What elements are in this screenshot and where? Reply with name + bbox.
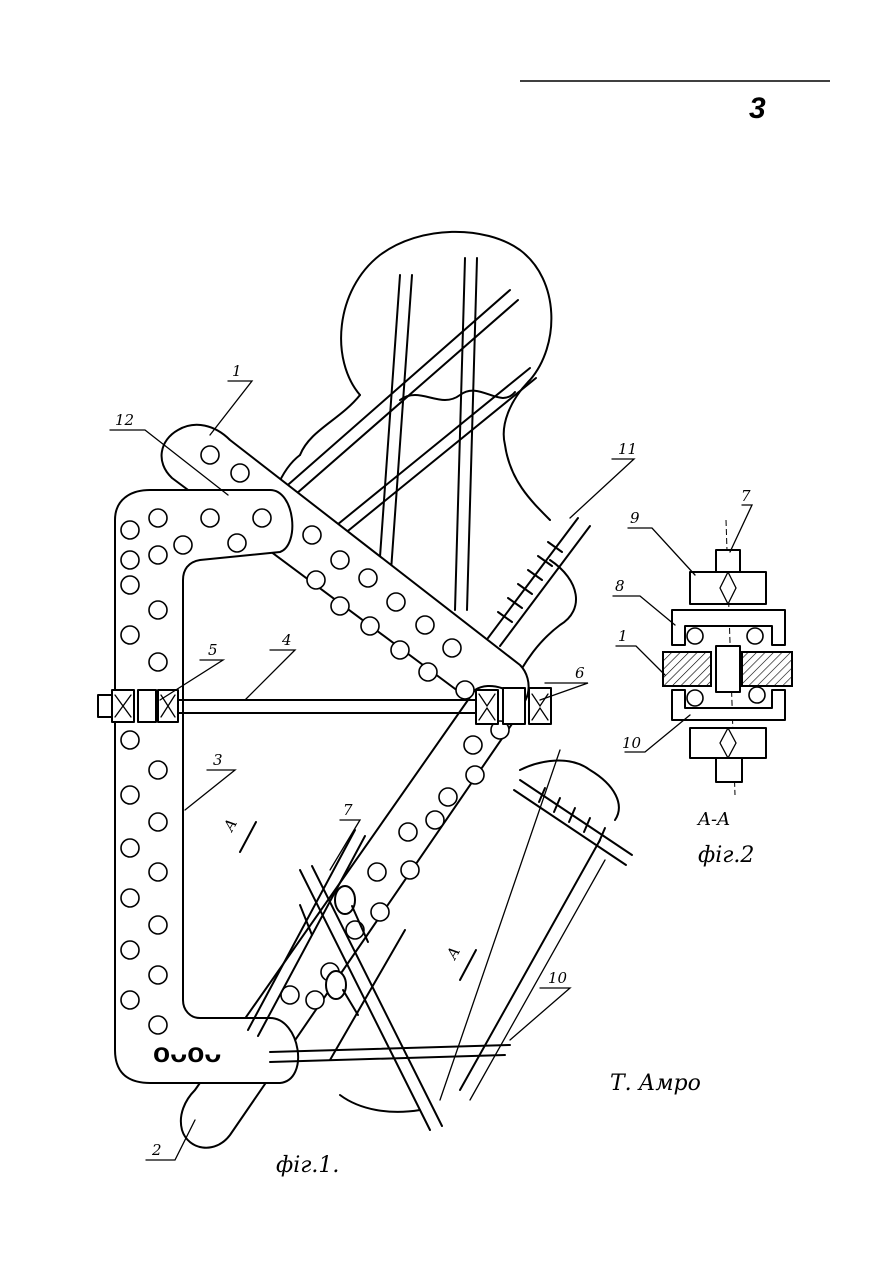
nut-bottom (690, 728, 766, 758)
wire-2-a (455, 258, 465, 610)
plate-section-left (663, 652, 711, 686)
bone-femoral-head (341, 232, 551, 395)
label-6: 6 (575, 664, 585, 682)
clamp-6 (476, 688, 551, 724)
section-mark-a-upper: A (219, 815, 256, 852)
plate-1 (162, 425, 529, 712)
fig2-label-9: 9 (630, 509, 640, 527)
svg-text:A: A (219, 815, 241, 835)
nut-9 (690, 572, 766, 604)
figure-1: A A 1 2 3 4 5 6 7 10 (98, 232, 637, 1178)
label-12: 12 (115, 411, 134, 429)
clamp-5 (98, 690, 178, 722)
label-11: 11 (618, 440, 637, 458)
fig2-label-7: 7 (741, 487, 751, 505)
label-4: 4 (281, 631, 292, 649)
label-3: 3 (213, 751, 223, 769)
fig2-label-1: 1 (618, 627, 628, 645)
bone-neck-outline (300, 380, 550, 520)
plate-section-right (742, 652, 792, 686)
label-7: 7 (343, 801, 353, 819)
wire-1-b (390, 275, 412, 585)
label-5: 5 (208, 641, 218, 659)
figure-2: 7 9 8 1 10 A-A фiг.2 (613, 487, 792, 868)
page-number: 3 (749, 92, 766, 125)
rod-4 (175, 700, 475, 713)
label-1: 1 (232, 362, 242, 380)
svg-text:A: A (442, 943, 464, 963)
section-title: A-A (696, 809, 730, 830)
figure-1-caption: фiг.1. (276, 1153, 339, 1178)
wire-1-a (378, 275, 400, 585)
fig2-label-8: 8 (615, 577, 625, 595)
fig2-label-10: 10 (622, 734, 642, 752)
label-10: 10 (548, 969, 568, 987)
figure-2-caption: фiг.2 (698, 843, 754, 868)
section-mark-a-lower: A (442, 943, 476, 980)
screw-11 (488, 518, 590, 646)
wire-10 (270, 1045, 510, 1062)
label-2: 2 (151, 1141, 162, 1159)
overlay-marks: oᴗoᴗ (153, 1037, 221, 1068)
guide-line-2 (470, 860, 605, 1100)
author-signature: Т. Амро (610, 1071, 701, 1096)
